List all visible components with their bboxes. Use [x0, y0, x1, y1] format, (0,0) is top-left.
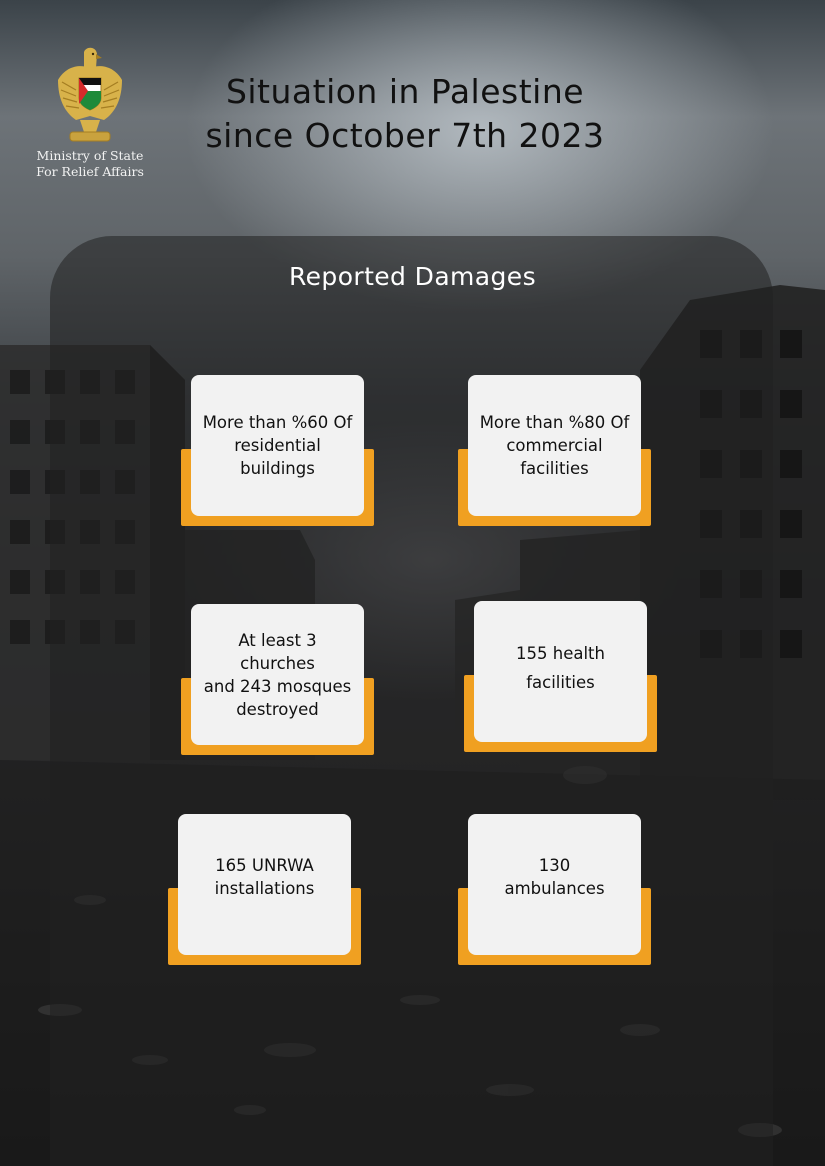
card-line: 155 health [516, 644, 605, 663]
card-line: destroyed [236, 699, 319, 719]
panel-title: Reported Damages [289, 262, 536, 291]
card-line: buildings [240, 459, 315, 478]
card-line: commercial [506, 436, 603, 455]
ministry-caption: Ministry of State For Relief Affairs [22, 148, 158, 180]
eagle-emblem-icon [58, 47, 122, 142]
card-line: At least 3 churches [238, 630, 317, 673]
card-line: More than %80 Of [479, 413, 630, 432]
card-text-box: 165 UNRWA installations [178, 814, 351, 955]
ministry-caption-line1: Ministry of State [36, 148, 144, 163]
card-text-box: More than %60 Of residential buildings [191, 375, 364, 516]
card-line: ambulances [504, 879, 605, 898]
card-text-box: More than %80 Of commercial facilities [468, 375, 641, 516]
card-line: facilities [520, 459, 589, 478]
card-text-box: 155 health facilities [474, 601, 647, 742]
page-title-line2: since October 7th 2023 [205, 116, 605, 155]
card-line: installations [214, 879, 315, 898]
page-title: Situation in Palestine since October 7th… [170, 70, 640, 158]
card-line: facilities [526, 673, 595, 692]
page-title-line1: Situation in Palestine [225, 72, 585, 111]
card-line: and 243 mosques [203, 676, 352, 696]
card-line: More than %60 Of [202, 413, 353, 432]
card-text-box: At least 3 churches and 243 mosques dest… [191, 604, 364, 745]
card-line: 130 [538, 856, 571, 875]
ministry-caption-line2: For Relief Affairs [36, 164, 144, 179]
card-line: residential [234, 436, 321, 455]
card-text-box: 130 ambulances [468, 814, 641, 955]
card-line: 165 UNRWA [215, 856, 314, 875]
damages-panel [50, 236, 773, 1166]
